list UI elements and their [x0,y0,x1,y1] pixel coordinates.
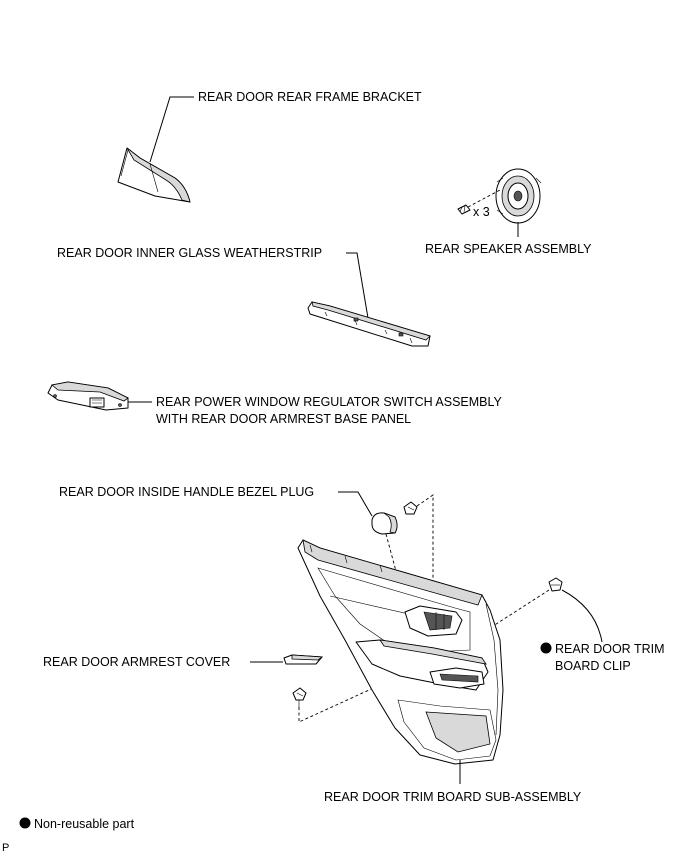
non-reusable-legend-marker [19,817,31,829]
rear-speaker-label: REAR SPEAKER ASSEMBLY [425,242,592,256]
window-switch-label-line1: REAR POWER WINDOW REGULATOR SWITCH ASSEM… [156,395,503,409]
trim-clip-leader [561,589,603,643]
trim-board-part [297,539,504,765]
trim-clip-label-line2: BOARD CLIP [555,659,631,673]
bezel-plug-label: REAR DOOR INSIDE HANDLE BEZEL PLUG [59,485,314,499]
inner-glass-weatherstrip-label: REAR DOOR INNER GLASS WEATHERSTRIP [57,246,322,260]
non-reusable-marker-clip [540,642,552,654]
armrest-cover-part [283,654,324,665]
bezel-plug-part [371,512,398,535]
trim-clip-dashed-line [489,589,550,629]
trim-clip-label-line1: REAR DOOR TRIM [555,642,665,656]
footer-code: P [2,842,9,854]
trim-screw-lower-icon [292,687,307,707]
armrest-cover-label: REAR DOOR ARMREST COVER [43,655,230,669]
trim-board-clip-part [548,577,563,592]
rear-frame-bracket-leader [149,96,194,163]
trim-screw-upper-icon [403,501,418,515]
rear-speaker-part [495,168,542,224]
speaker-screw-dashed-line [467,189,501,208]
non-reusable-legend-label: Non-reusable part [34,817,135,831]
window-switch-part [47,381,129,411]
rear-frame-bracket-label: REAR DOOR REAR FRAME BRACKET [198,90,422,104]
trim-board-label: REAR DOOR TRIM BOARD SUB-ASSEMBLY [324,790,582,804]
speaker-screw-quantity: x 3 [473,205,490,219]
rear-frame-bracket-part [117,147,191,203]
speaker-screw-icon [457,204,471,215]
bezel-plug-leader [338,491,373,517]
window-switch-label-line2: WITH REAR DOOR ARMREST BASE PANEL [156,412,411,426]
inner-glass-weatherstrip-part [307,301,431,347]
inner-glass-weatherstrip-leader [346,252,369,319]
